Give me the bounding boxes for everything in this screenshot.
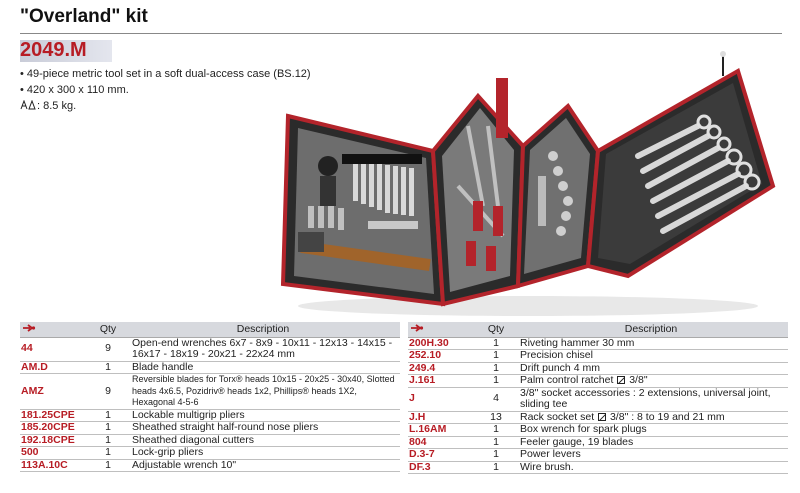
title-divider bbox=[20, 33, 782, 34]
square-drive-icon bbox=[617, 376, 626, 384]
spec-list: • 49-piece metric tool set in a soft dua… bbox=[20, 66, 311, 114]
right-table-header: Qty Description bbox=[408, 322, 788, 338]
left-table-header: Qty Description bbox=[20, 322, 400, 338]
product-reference: 2049.M bbox=[20, 39, 87, 61]
spec-line-1: • 49-piece metric tool set in a soft dua… bbox=[20, 68, 311, 80]
reference-column-header bbox=[20, 322, 90, 338]
weight-value: : 8.5 kg. bbox=[37, 100, 77, 112]
reference-band bbox=[20, 40, 112, 62]
page-title: "Overland" kit bbox=[20, 6, 148, 27]
reference-icon bbox=[23, 324, 36, 332]
weight-icon bbox=[20, 99, 36, 110]
square-drive-icon bbox=[598, 412, 607, 421]
reference-column-header bbox=[408, 322, 478, 338]
description-column-header: Description bbox=[126, 322, 400, 338]
product-photo bbox=[280, 51, 776, 316]
spec-line-2: • 420 x 300 x 110 mm. bbox=[20, 84, 129, 96]
spec-line-3: : 8.5 kg. bbox=[20, 98, 311, 114]
reference-icon bbox=[411, 324, 424, 332]
qty-column-header: Qty bbox=[478, 322, 514, 338]
qty-column-header: Qty bbox=[90, 322, 126, 338]
description-column-header: Description bbox=[514, 322, 788, 338]
